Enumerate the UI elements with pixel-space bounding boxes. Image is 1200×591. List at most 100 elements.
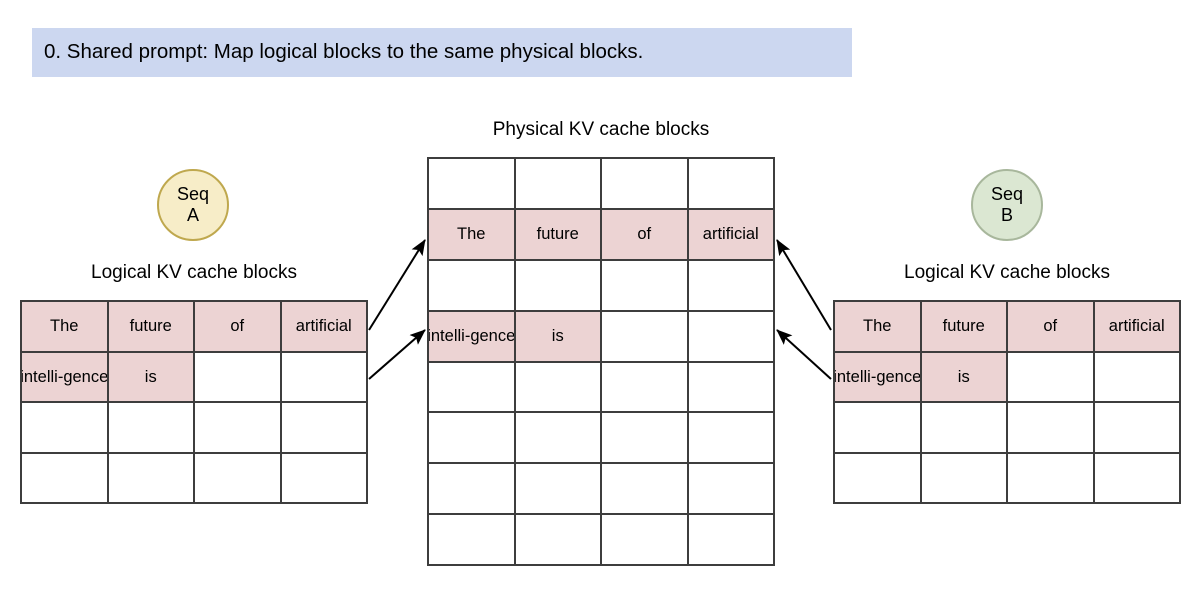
kv-block-text: intelli- bbox=[22, 367, 64, 386]
kv-block-text: intelli- bbox=[835, 367, 877, 386]
kv-block-text: The bbox=[863, 317, 892, 336]
kv-block-cell bbox=[602, 260, 689, 312]
kv-block-cell bbox=[195, 403, 282, 454]
kv-block-cell bbox=[921, 403, 1008, 454]
kv-block-text: gence bbox=[470, 326, 516, 345]
kv-block-cell bbox=[515, 362, 602, 414]
kv-block-cell: future bbox=[108, 302, 195, 353]
logical-right-table-caption: Logical KV cache blocks bbox=[904, 262, 1110, 283]
kv-block-text: future bbox=[129, 317, 172, 336]
kv-block-cell bbox=[22, 403, 109, 454]
kv-block-cell: future bbox=[921, 302, 1008, 353]
kv-block-cell: artificial bbox=[281, 302, 368, 353]
kv-block-cell bbox=[835, 453, 922, 504]
kv-block-cell bbox=[108, 403, 195, 454]
kv-block-text: of bbox=[1043, 317, 1058, 336]
kv-block-text: of bbox=[637, 225, 652, 244]
shared-prompt-banner-text: 0. Shared prompt: Map logical blocks to … bbox=[44, 40, 644, 64]
kv-block-cell bbox=[602, 413, 689, 465]
kv-block-cell: intelli-gence bbox=[429, 311, 516, 363]
kv-block-cell bbox=[515, 515, 602, 566]
kv-block-cell bbox=[1094, 403, 1181, 454]
logical-kv-cache-blocks-right: The future of artificial intelli-gence is bbox=[833, 300, 1181, 504]
kv-block-cell bbox=[1008, 352, 1095, 403]
kv-block-cell: The bbox=[429, 209, 516, 261]
kv-block-cell bbox=[602, 515, 689, 566]
kv-block-cell bbox=[429, 464, 516, 516]
kv-block-cell: is bbox=[921, 352, 1008, 403]
kv-block-cell: is bbox=[515, 311, 602, 363]
physical-table-caption: Physical KV cache blocks bbox=[492, 119, 710, 140]
kv-block-text: is bbox=[551, 326, 564, 345]
kv-block-cell bbox=[1094, 352, 1181, 403]
kv-block-text: artificial bbox=[1108, 317, 1165, 336]
kv-block-cell bbox=[515, 464, 602, 516]
kv-block-cell: artificial bbox=[688, 209, 775, 261]
kv-block-cell bbox=[22, 453, 109, 504]
kv-block-cell bbox=[1008, 453, 1095, 504]
kv-block-text: of bbox=[230, 317, 245, 336]
kv-block-text: The bbox=[457, 225, 486, 244]
kv-block-cell: is bbox=[108, 352, 195, 403]
kv-block-cell bbox=[281, 352, 368, 403]
kv-block-cell bbox=[602, 464, 689, 516]
kv-block-cell bbox=[281, 403, 368, 454]
kv-block-cell: The bbox=[835, 302, 922, 353]
kv-block-cell bbox=[429, 515, 516, 566]
kv-block-cell bbox=[921, 453, 1008, 504]
kv-block-cell bbox=[1008, 403, 1095, 454]
seq-b-label-line1: Seq bbox=[990, 184, 1024, 205]
kv-block-cell bbox=[195, 453, 282, 504]
arrow-right-row2-to-physical-row4 bbox=[776, 329, 832, 380]
kv-block-cell: intelli-gence bbox=[835, 352, 922, 403]
kv-block-text: artificial bbox=[702, 225, 759, 244]
kv-block-text: is bbox=[957, 367, 970, 386]
kv-block-cell: future bbox=[515, 209, 602, 261]
kv-block-cell bbox=[688, 515, 775, 566]
seq-b-badge: Seq B bbox=[971, 169, 1043, 241]
seq-a-label-line2: A bbox=[186, 205, 199, 225]
kv-block-cell bbox=[688, 464, 775, 516]
seq-b-label-line2: B bbox=[1000, 205, 1013, 225]
kv-block-cell bbox=[429, 413, 516, 465]
kv-block-cell: of bbox=[602, 209, 689, 261]
kv-block-cell bbox=[688, 311, 775, 363]
physical-kv-cache-blocks: The future of artificial intelli-gence is bbox=[427, 157, 775, 566]
kv-block-cell bbox=[281, 453, 368, 504]
kv-block-cell bbox=[688, 413, 775, 465]
logical-left-table-caption: Logical KV cache blocks bbox=[91, 262, 297, 283]
kv-block-cell: intelli-gence bbox=[22, 352, 109, 403]
kv-block-cell bbox=[108, 453, 195, 504]
shared-prompt-banner: 0. Shared prompt: Map logical blocks to … bbox=[32, 28, 852, 77]
kv-block-cell bbox=[835, 403, 922, 454]
kv-block-cell bbox=[429, 362, 516, 414]
kv-block-cell: of bbox=[195, 302, 282, 353]
kv-block-text: intelli- bbox=[429, 326, 471, 345]
kv-block-cell bbox=[429, 260, 516, 312]
arrow-right-row1-to-physical-row2 bbox=[776, 239, 832, 331]
kv-block-cell bbox=[688, 159, 775, 210]
kv-block-cell bbox=[602, 311, 689, 363]
kv-block-cell bbox=[688, 362, 775, 414]
kv-block-text: artificial bbox=[295, 317, 352, 336]
kv-block-cell bbox=[602, 159, 689, 210]
kv-block-text: The bbox=[50, 317, 79, 336]
kv-block-text: future bbox=[942, 317, 985, 336]
kv-block-cell bbox=[515, 260, 602, 312]
kv-block-cell: artificial bbox=[1094, 302, 1181, 353]
kv-block-cell bbox=[1094, 453, 1181, 504]
kv-block-cell bbox=[515, 159, 602, 210]
seq-a-label-line1: Seq bbox=[176, 184, 210, 205]
arrow-left-row2-to-physical-row4 bbox=[368, 329, 426, 380]
kv-block-cell bbox=[429, 159, 516, 210]
kv-block-text: future bbox=[536, 225, 579, 244]
arrow-left-row1-to-physical-row2 bbox=[368, 239, 426, 331]
kv-block-cell bbox=[688, 260, 775, 312]
kv-block-text: gence bbox=[63, 367, 109, 386]
kv-block-cell: of bbox=[1008, 302, 1095, 353]
kv-block-cell bbox=[195, 352, 282, 403]
kv-block-text: gence bbox=[876, 367, 922, 386]
seq-a-badge: Seq A bbox=[157, 169, 229, 241]
